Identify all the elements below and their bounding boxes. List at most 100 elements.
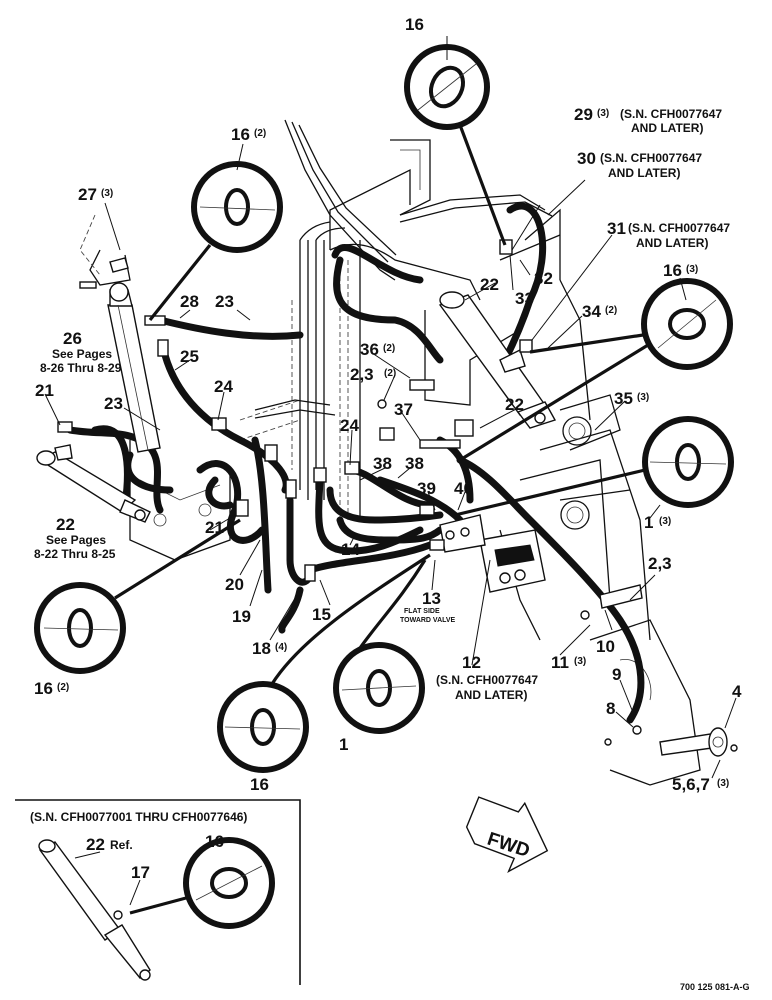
valve-note-line2: TOWARD VALVE bbox=[400, 617, 456, 624]
inset-panel: (S.N. CFH0077001 THRU CFH0077646) bbox=[15, 799, 301, 985]
oring-bubble-inset bbox=[129, 837, 275, 929]
callout-12-note-2: AND LATER) bbox=[455, 688, 527, 702]
callout-22-ref: 22 bbox=[86, 835, 105, 854]
callout-29-note: (S.N. CFH0077647 bbox=[620, 107, 722, 121]
callout-16-3-qty: (3) bbox=[686, 264, 698, 275]
callout-16-left-qty: (2) bbox=[57, 682, 69, 693]
callout-19: 19 bbox=[232, 607, 251, 626]
callout-1-3: 1 bbox=[644, 513, 653, 532]
callout-22-ref-suffix: Ref. bbox=[110, 838, 133, 852]
callout-35: 35 bbox=[614, 389, 633, 408]
callout-38-b: 38 bbox=[405, 454, 424, 473]
callout-30-note-2: AND LATER) bbox=[608, 166, 680, 180]
callout-18: 18 bbox=[252, 639, 271, 658]
callout-22-left-note-2: 8-22 Thru 8-25 bbox=[34, 547, 116, 561]
callout-20: 20 bbox=[225, 575, 244, 594]
callout-32: 32 bbox=[534, 269, 553, 288]
callout-2-3-pair: 2,3 bbox=[350, 365, 374, 384]
oring-bubble-center bbox=[333, 559, 427, 734]
callout-4: 4 bbox=[732, 682, 742, 701]
callout-16-2: 16 bbox=[231, 125, 250, 144]
oring-bubble-right-mid bbox=[454, 416, 734, 517]
cylinder-26 bbox=[107, 282, 161, 453]
oring-bubble-lower-left bbox=[34, 518, 241, 674]
control-valve bbox=[439, 514, 546, 593]
callout-34: 34 bbox=[582, 302, 601, 321]
callout-16-inset: 16 bbox=[205, 832, 224, 851]
callout-16-bottom: 16 bbox=[250, 775, 269, 794]
callout-26-note-2: 8-26 Thru 8-29 bbox=[40, 361, 122, 375]
callout-37: 37 bbox=[394, 400, 413, 419]
callout-31: 31 bbox=[607, 219, 626, 238]
valve-note-line1: FLAT SIDE bbox=[404, 608, 440, 615]
oring-bubble-top bbox=[404, 44, 507, 246]
steel-lines bbox=[254, 119, 553, 500]
callout-33: 33 bbox=[515, 289, 534, 308]
callout-21-top: 21 bbox=[35, 381, 54, 400]
callout-28: 28 bbox=[180, 292, 199, 311]
callout-29-note-2: AND LATER) bbox=[631, 121, 703, 135]
machine-frame bbox=[79, 139, 701, 786]
callout-11: 11 bbox=[551, 653, 569, 672]
cylinder-22-right bbox=[438, 291, 557, 429]
callout-29-qty: (3) bbox=[597, 108, 609, 119]
inset-cylinder bbox=[38, 839, 151, 981]
callout-8: 8 bbox=[606, 699, 615, 718]
callout-17: 17 bbox=[131, 863, 150, 882]
callout-27: 27 bbox=[78, 185, 97, 204]
callout-23-left: 23 bbox=[104, 394, 123, 413]
callout-31-note-2: AND LATER) bbox=[636, 236, 708, 250]
callout-25: 25 bbox=[180, 347, 199, 366]
callout-1-3-qty: (3) bbox=[659, 516, 671, 527]
callout-35-qty: (3) bbox=[637, 392, 649, 403]
callout-5-6-7: 5,6,7 bbox=[672, 775, 710, 794]
callout-13: 13 bbox=[422, 589, 441, 608]
callout-24-top: 24 bbox=[214, 377, 233, 396]
callout-22-mid: 22 bbox=[505, 395, 524, 414]
callout-26-note: See Pages bbox=[52, 347, 112, 361]
callout-16-3: 16 bbox=[663, 261, 682, 280]
callout-1: 1 bbox=[339, 735, 348, 754]
callout-labels: 16 29 (3) (S.N. CFH0077647 AND LATER) 30… bbox=[34, 15, 742, 882]
callout-36-qty: (2) bbox=[383, 343, 395, 354]
callout-40: 40 bbox=[454, 479, 473, 498]
callout-15: 15 bbox=[312, 605, 331, 624]
callout-24-mid: 24 bbox=[340, 416, 359, 435]
callout-26: 26 bbox=[63, 329, 82, 348]
inset-title: (S.N. CFH0077001 THRU CFH0077646) bbox=[30, 810, 247, 824]
callout-27-qty: (3) bbox=[101, 188, 113, 199]
callout-12-note: (S.N. CFH0077647 bbox=[436, 673, 538, 687]
callout-16-left: 16 bbox=[34, 679, 53, 698]
callout-10: 10 bbox=[596, 637, 615, 656]
oring-bubble-right-upper bbox=[459, 278, 733, 462]
callout-14: 14 bbox=[341, 540, 360, 559]
callout-2-3-right: 2,3 bbox=[648, 554, 672, 573]
callout-22-top: 22 bbox=[480, 275, 499, 294]
oring-bubbles bbox=[34, 44, 734, 929]
callout-11-qty: (3) bbox=[574, 656, 586, 667]
callout-5-6-7-qty: (3) bbox=[717, 778, 729, 789]
callout-39: 39 bbox=[417, 479, 436, 498]
callout-16-2-qty: (2) bbox=[254, 128, 266, 139]
cylinder-22-left bbox=[36, 444, 151, 523]
callout-38-a: 38 bbox=[373, 454, 392, 473]
callout-12: 12 bbox=[462, 653, 481, 672]
callout-16: 16 bbox=[405, 15, 424, 34]
fittings bbox=[57, 239, 738, 757]
oring-bubble-upper-left bbox=[148, 161, 283, 321]
callout-2-3-pair-qty: (2) bbox=[384, 368, 396, 379]
callout-21-bottom: 21 bbox=[205, 518, 224, 537]
forward-arrow: FWD bbox=[465, 796, 549, 873]
callout-18-qty: (4) bbox=[275, 642, 287, 653]
callout-30-note: (S.N. CFH0077647 bbox=[600, 151, 702, 165]
callout-29: 29 bbox=[574, 105, 593, 124]
callout-36: 36 bbox=[360, 340, 379, 359]
callout-23-top: 23 bbox=[215, 292, 234, 311]
figure-id: 700 125 081-A-G bbox=[680, 982, 750, 992]
leader-lines bbox=[44, 36, 737, 906]
callout-9: 9 bbox=[612, 665, 621, 684]
callout-31-note: (S.N. CFH0077647 bbox=[628, 221, 730, 235]
callout-22-left-note: See Pages bbox=[46, 533, 106, 547]
oring-bubble-bottom bbox=[217, 553, 431, 773]
